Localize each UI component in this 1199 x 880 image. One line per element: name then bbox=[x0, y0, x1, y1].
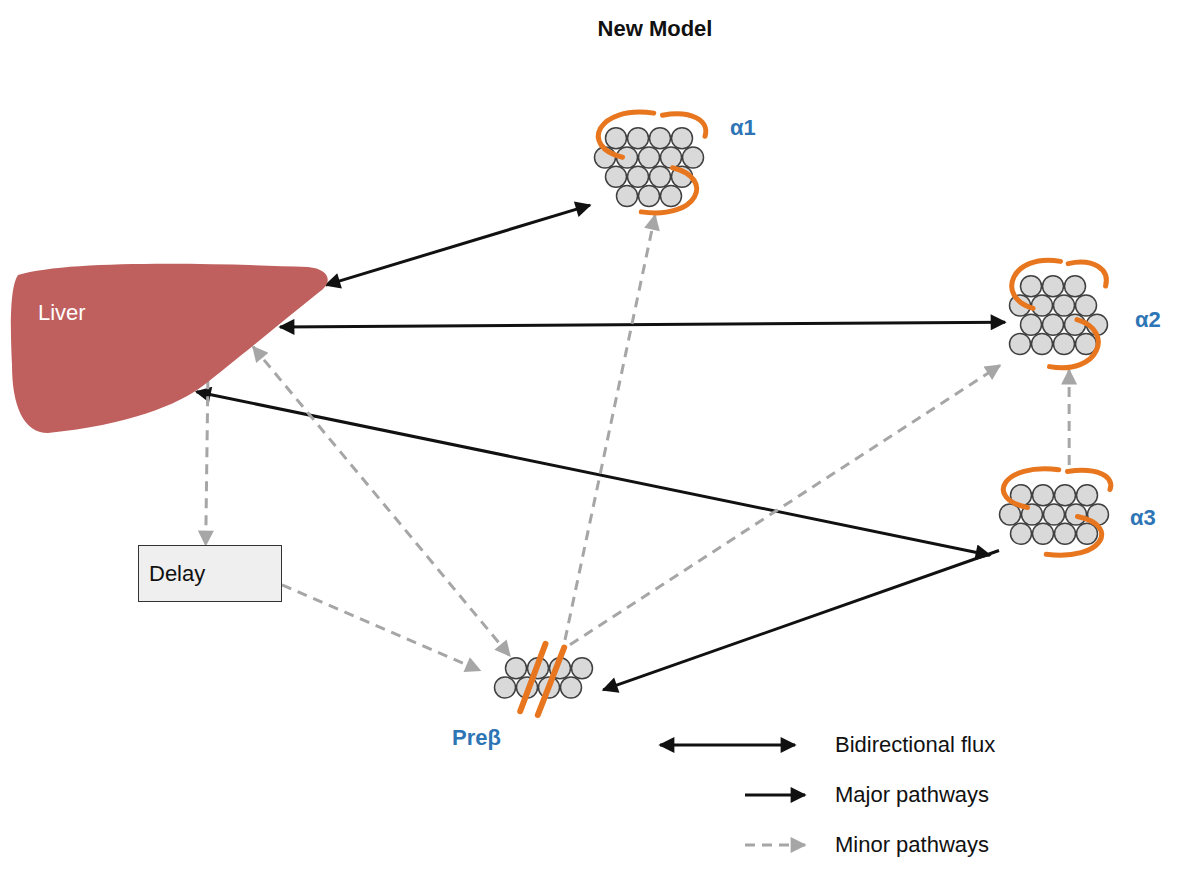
lipid-particle bbox=[1065, 276, 1086, 297]
alpha-particle: α3 bbox=[990, 465, 1170, 560]
lipid-particle bbox=[628, 166, 649, 187]
apolipoprotein-band bbox=[1068, 262, 1106, 286]
lipid-particle bbox=[1054, 334, 1075, 355]
lipid-particle bbox=[1044, 504, 1065, 525]
minor-pathway bbox=[253, 347, 510, 656]
lipid-particle bbox=[639, 186, 660, 207]
apolipoprotein-band bbox=[1003, 469, 1058, 508]
lipid-particle bbox=[661, 186, 682, 207]
lipid-particle bbox=[506, 658, 527, 679]
minor-pathway bbox=[282, 585, 480, 671]
lipid-particle bbox=[1055, 485, 1076, 506]
particle-label: α1 bbox=[730, 115, 756, 141]
lipid-particle bbox=[606, 166, 627, 187]
apolipoprotein-band bbox=[1046, 517, 1101, 556]
lipid-particle bbox=[661, 147, 682, 168]
lipid-particle bbox=[1033, 523, 1054, 544]
alpha-particle: α2 bbox=[995, 255, 1185, 375]
legend-text: Major pathways bbox=[835, 782, 989, 808]
lipid-particle bbox=[683, 147, 704, 168]
delay-box: Delay bbox=[138, 545, 282, 602]
lipid-particle bbox=[617, 186, 638, 207]
alpha-particle: α1 bbox=[580, 105, 780, 220]
lipid-particle bbox=[1065, 314, 1086, 335]
lipid-particle bbox=[572, 658, 593, 679]
diagram-title: New Model bbox=[505, 16, 805, 42]
apolipoprotein-band bbox=[1050, 320, 1099, 368]
organ-label: Liver bbox=[38, 300, 86, 326]
lipid-particle bbox=[1032, 334, 1053, 355]
lipid-particle bbox=[1033, 485, 1054, 506]
box-label: Delay bbox=[149, 561, 205, 587]
lipid-particle bbox=[561, 677, 582, 698]
lipid-particle bbox=[1021, 314, 1042, 335]
minor-pathway bbox=[1068, 370, 1071, 465]
lipid-particle bbox=[1076, 295, 1097, 316]
apolipoprotein-band bbox=[1012, 260, 1061, 308]
lipid-particle bbox=[628, 128, 649, 149]
lipid-particle bbox=[1077, 485, 1098, 506]
lipid-particle bbox=[639, 147, 660, 168]
liver-outline bbox=[11, 264, 328, 433]
particle-graphic bbox=[990, 467, 1115, 557]
lipid-particle bbox=[1032, 295, 1053, 316]
lipid-particle bbox=[1011, 523, 1032, 544]
particle-label: Preβ bbox=[452, 725, 501, 751]
lipid-particle bbox=[495, 677, 516, 698]
major-pathway bbox=[197, 392, 991, 556]
legend-bidirectional-sample bbox=[660, 744, 795, 747]
apolipoprotein-band bbox=[641, 168, 696, 213]
apolipoprotein-band bbox=[598, 112, 653, 157]
particle-label: α3 bbox=[1130, 505, 1156, 531]
major-pathway bbox=[326, 205, 590, 285]
apolipoprotein-band bbox=[1068, 470, 1111, 489]
major-pathway bbox=[603, 551, 999, 690]
particle-graphic bbox=[485, 640, 595, 715]
apolipoprotein-band bbox=[663, 114, 706, 136]
particle-graphic bbox=[1000, 258, 1110, 370]
lipid-particle bbox=[1077, 523, 1098, 544]
lipid-particle bbox=[1043, 314, 1064, 335]
lipid-particle bbox=[606, 128, 627, 149]
legend-minor-sample bbox=[745, 844, 805, 847]
prebeta-particle: Preβ bbox=[440, 635, 610, 757]
lipid-particle bbox=[1043, 276, 1064, 297]
lipid-particle bbox=[1055, 523, 1076, 544]
liver-organ: Liver bbox=[8, 255, 333, 435]
lipid-particle bbox=[1021, 276, 1042, 297]
particle-graphic bbox=[585, 110, 710, 215]
particle-label: α2 bbox=[1135, 307, 1161, 333]
liver-shape bbox=[8, 255, 333, 435]
minor-pathway bbox=[570, 365, 1000, 644]
legend-text: Minor pathways bbox=[835, 832, 989, 858]
lipid-particle bbox=[650, 166, 671, 187]
legend-text: Bidirectional flux bbox=[835, 732, 995, 758]
lipid-particle bbox=[650, 128, 671, 149]
apolipoprotein-band bbox=[538, 648, 564, 716]
minor-pathway bbox=[565, 215, 655, 640]
minor-pathway bbox=[206, 379, 208, 545]
lipid-particle bbox=[672, 128, 693, 149]
lipid-particle bbox=[1054, 295, 1075, 316]
major-pathway bbox=[280, 322, 1005, 327]
lipid-particle bbox=[1010, 334, 1031, 355]
legend-major-sample bbox=[745, 794, 805, 797]
